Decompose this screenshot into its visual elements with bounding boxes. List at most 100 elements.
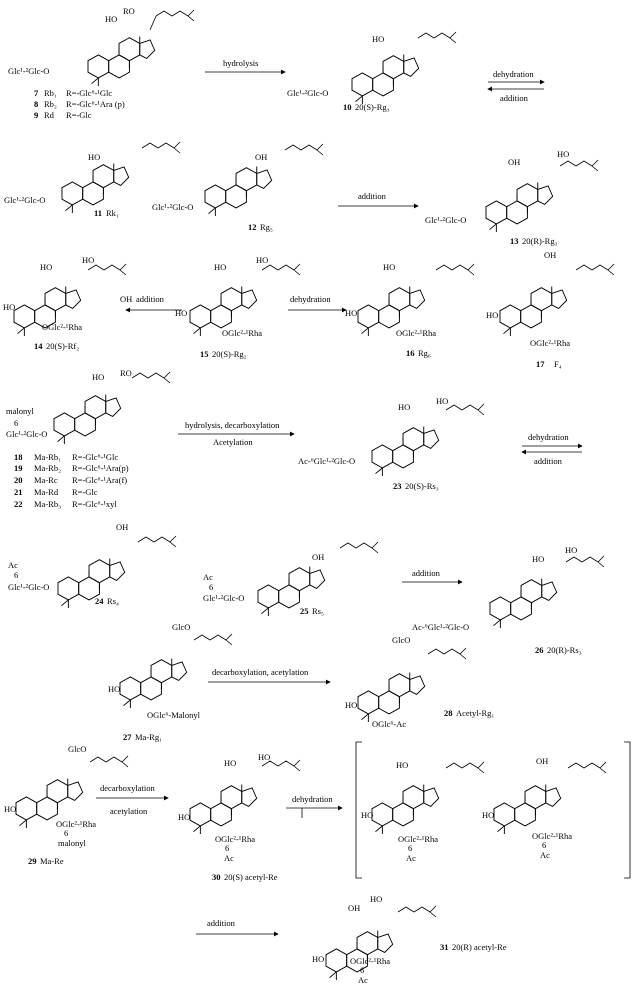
glco-group: GlcO bbox=[68, 744, 86, 754]
svg-text:R=-Glc⁶-¹Ara (p): R=-Glc⁶-¹Ara (p) bbox=[66, 99, 125, 109]
ho-group: HO bbox=[4, 804, 16, 814]
svg-text:22: 22 bbox=[14, 499, 23, 509]
compound-15-num: 15 bbox=[200, 349, 209, 359]
compound-27-name: Ma-Rg₁ bbox=[135, 732, 162, 742]
addition-label: addition bbox=[136, 294, 165, 304]
ho-group: HO bbox=[370, 894, 382, 904]
glc-glc-o-group: Glc¹-²Glc-O bbox=[203, 593, 244, 603]
svg-text:R=-Glc⁶-¹xyl: R=-Glc⁶-¹xyl bbox=[72, 499, 117, 509]
compound-28-name: Acetyl-Rg₁ bbox=[456, 708, 494, 718]
ho-group: HO bbox=[92, 372, 104, 382]
dehydration-label: dehydration bbox=[528, 432, 569, 442]
addition-label: addition bbox=[412, 568, 441, 578]
oglc-rha-group: OGlc²-¹Rha bbox=[215, 834, 255, 844]
position-6-label: 6 bbox=[360, 965, 364, 975]
ac-group: Ac bbox=[540, 850, 550, 860]
ho-group: HO bbox=[105, 14, 117, 24]
svg-text:Ma-Rb₁: Ma-Rb₁ bbox=[34, 452, 61, 462]
ac-group: Ac bbox=[406, 853, 416, 863]
compound-7-9-structure bbox=[87, 9, 195, 87]
position-6-label: 6 bbox=[408, 843, 412, 853]
intermediate-b-structure bbox=[493, 761, 607, 835]
ho-group: HO bbox=[398, 402, 410, 412]
svg-text:18: 18 bbox=[14, 452, 23, 462]
addition-label: addition bbox=[534, 456, 563, 466]
ho-group: HO bbox=[482, 810, 494, 820]
compound-24-num: 24 bbox=[95, 596, 104, 606]
position-6-label: 6 bbox=[14, 418, 18, 428]
dehydration-label: dehydration bbox=[290, 294, 331, 304]
ho-group: HO bbox=[396, 760, 408, 770]
svg-text:8: 8 bbox=[34, 99, 38, 109]
hydrolysis-label: hydrolysis bbox=[223, 58, 258, 68]
ho-group: HO bbox=[532, 554, 544, 564]
compound-list-18-22: 18 Ma-Rb₁ R=-Glc⁶-¹Glc 19 Ma-Rb₂ R=-Glc⁶… bbox=[14, 452, 129, 509]
bracket-left bbox=[355, 741, 362, 879]
oglc-rha-group: OGlc²-¹Rha bbox=[56, 819, 96, 829]
bracket-right bbox=[624, 741, 631, 879]
compound-30-name: 20(S) acetyl-Re bbox=[224, 872, 278, 882]
svg-text:R=-Glc: R=-Glc bbox=[66, 110, 92, 120]
ho-group: HO bbox=[372, 34, 384, 44]
hydrolysis-decarboxylation-label: hydrolysis, decarboxylation bbox=[185, 420, 280, 430]
oh-group: OH bbox=[255, 152, 267, 162]
compound-31-num: 31 bbox=[440, 942, 449, 952]
compound-29-name: Ma-Re bbox=[40, 856, 64, 866]
ho-group: HO bbox=[40, 262, 52, 272]
glc-glc-o-group: Glc¹-²Glc-O bbox=[152, 202, 193, 212]
dehydration-label: dehydration bbox=[493, 69, 534, 79]
svg-text:R=-Glc⁶-¹Glc: R=-Glc⁶-¹Glc bbox=[72, 452, 118, 462]
ac-glc-glc-o-group: Ac-⁶Glc¹-²Glc-O bbox=[412, 622, 469, 632]
svg-text:Ma-Rd: Ma-Rd bbox=[34, 487, 59, 497]
intermediate-a-structure bbox=[371, 761, 485, 835]
svg-text:Rb₂: Rb₂ bbox=[44, 99, 57, 109]
compound-27-num: 27 bbox=[123, 732, 132, 742]
acetylation-label: acetylation bbox=[110, 806, 148, 816]
ho-group: HO bbox=[345, 308, 357, 318]
oglc-rha-group: OGlc²-¹Rha bbox=[42, 322, 82, 332]
compound-31-structure bbox=[325, 905, 437, 981]
decarboxylation-label: decarboxylation bbox=[100, 783, 156, 793]
position-6-label: 6 bbox=[542, 840, 546, 850]
oglc-rha-group: OGlc²-¹Rha bbox=[530, 338, 570, 348]
compound-10-name: 20(S)-Rg₃ bbox=[355, 102, 390, 112]
compound-10-num: 10 bbox=[343, 102, 352, 112]
glc-glc-o-group: Glc¹-²Glc-O bbox=[8, 582, 49, 592]
glc-glc-o-group: Glc¹-²Glc-O bbox=[425, 215, 466, 225]
compound-15-name: 20(S)-Rg₂ bbox=[212, 349, 247, 359]
compound-17-structure bbox=[499, 263, 615, 337]
ac-glc-glc-o-group: Ac-⁶Glc¹-²Glc-O bbox=[298, 456, 355, 466]
ho-group: HO bbox=[436, 396, 448, 406]
compound-16-num: 16 bbox=[406, 348, 415, 358]
svg-text:Ma-Rb₂: Ma-Rb₂ bbox=[34, 463, 61, 473]
ho-group: HO bbox=[345, 700, 357, 710]
addition-label: addition bbox=[207, 918, 236, 928]
position-6-label: 6 bbox=[209, 582, 213, 592]
svg-text:19: 19 bbox=[14, 463, 23, 473]
compound-25-name: Rs₅ bbox=[312, 606, 324, 616]
svg-text:R=-Glc⁶-¹Glc: R=-Glc⁶-¹Glc bbox=[66, 88, 112, 98]
compound-14-name: 20(S)-Rf₂ bbox=[46, 341, 79, 351]
oh-group: OH bbox=[312, 552, 324, 562]
ho-group: HO bbox=[557, 149, 569, 159]
malonyl-group: malonyl bbox=[6, 406, 34, 416]
ac-group: Ac bbox=[8, 560, 18, 570]
compound-28-num: 28 bbox=[444, 708, 453, 718]
compound-18-22-structure bbox=[53, 371, 171, 445]
acetylation-label: Acetylation bbox=[213, 437, 253, 447]
compound-12-num: 12 bbox=[248, 222, 257, 232]
compound-17-num: 17 bbox=[536, 359, 545, 369]
svg-text:Ma-Rb₃: Ma-Rb₃ bbox=[34, 499, 61, 509]
compound-26-num: 26 bbox=[535, 645, 544, 655]
oglc-malonyl-group: OGlc⁶-Malonyl bbox=[147, 710, 201, 720]
oglc-rha-group: OGlc²-¹Rha bbox=[398, 834, 438, 844]
compound-25-num: 25 bbox=[300, 606, 309, 616]
svg-text:Rb₁: Rb₁ bbox=[44, 88, 57, 98]
oh-group: OH bbox=[116, 522, 128, 532]
compound-31-name: 20(R) acetyl-Re bbox=[452, 942, 507, 952]
compound-23-num: 23 bbox=[393, 481, 402, 491]
oglc-rha-group: OGlc²-¹Rha bbox=[532, 831, 572, 841]
compound-15-structure bbox=[189, 263, 301, 337]
svg-text:Ma-Rc: Ma-Rc bbox=[34, 475, 58, 485]
